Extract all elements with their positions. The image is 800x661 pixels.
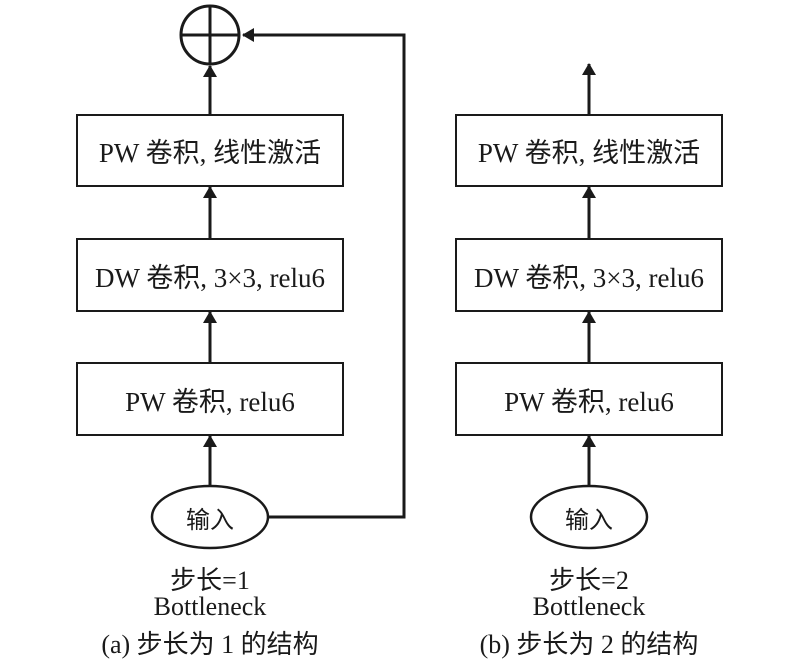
add-circle-icon xyxy=(179,4,241,66)
stride-label-a: 步长=1 xyxy=(170,566,250,595)
input-ellipse-a xyxy=(150,484,270,550)
block-label-a: Bottleneck xyxy=(153,592,267,621)
input-label-a: 输入 xyxy=(186,505,234,534)
input-ellipse-b xyxy=(529,484,649,550)
dw-conv-box-a: DW 卷积, 3×3, relu6 xyxy=(76,238,344,312)
dw-conv-box-b: DW 卷积, 3×3, relu6 xyxy=(455,238,723,312)
caption-b: (b) 步长为 2 的结构 xyxy=(479,630,699,659)
pw-relu6-box-b: PW 卷积, relu6 xyxy=(455,362,723,436)
skip-connection xyxy=(242,28,406,519)
input-label-b: 输入 xyxy=(565,505,613,534)
stride-label-b: 步长=2 xyxy=(549,566,629,595)
pw-relu6-box-a: PW 卷积, relu6 xyxy=(76,362,344,436)
caption-a: (a) 步长为 1 的结构 xyxy=(101,630,319,659)
block-label-b: Bottleneck xyxy=(532,592,646,621)
pw-linear-box-b: PW 卷积, 线性激活 xyxy=(455,114,723,187)
pw-linear-box-a: PW 卷积, 线性激活 xyxy=(76,114,344,187)
